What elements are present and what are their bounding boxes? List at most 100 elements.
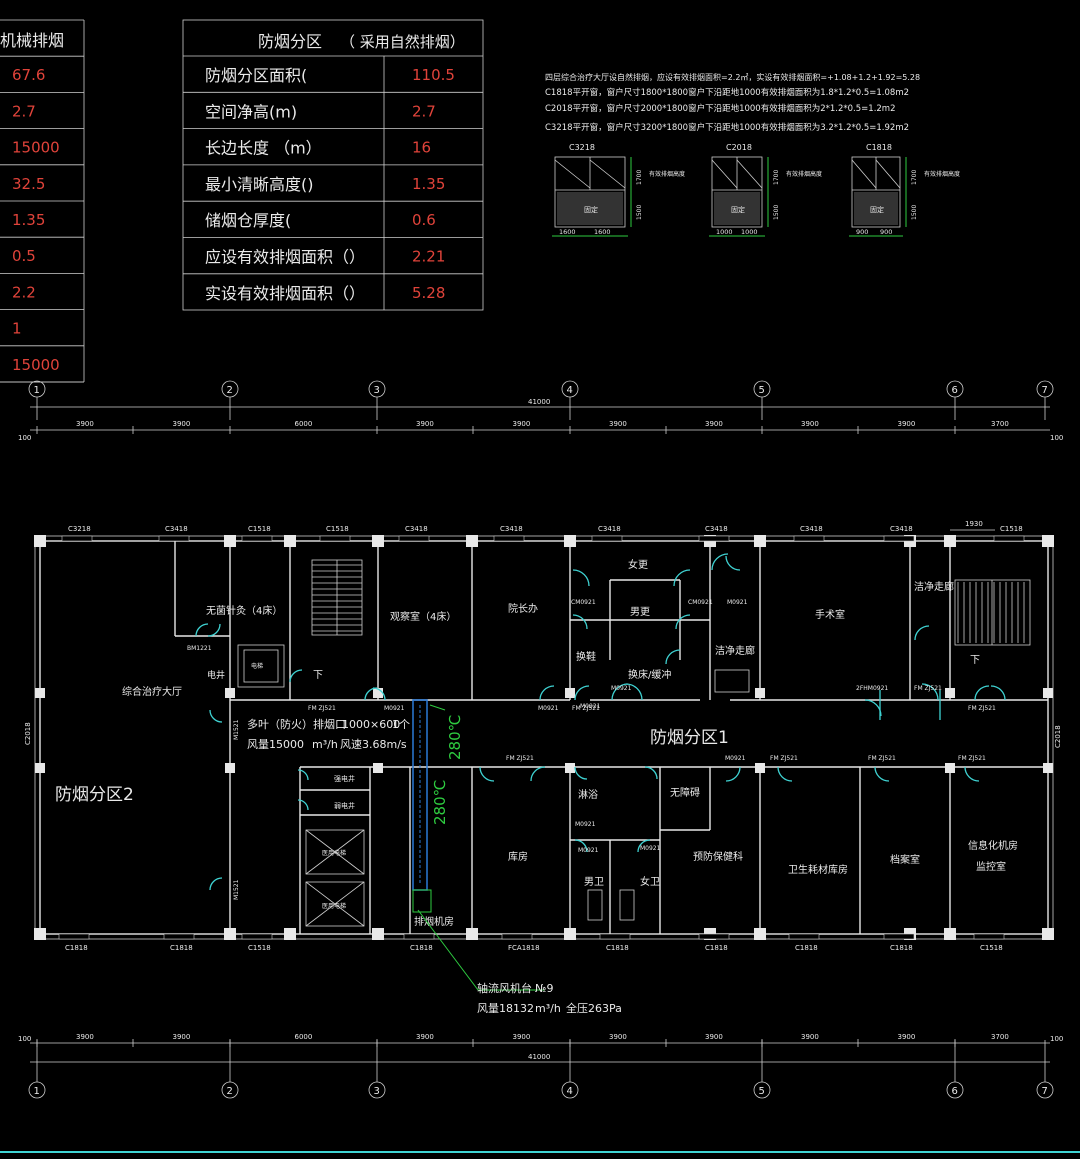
- window-tag-bottom: C1818: [705, 944, 728, 952]
- edge-dimension-right: 100: [1050, 434, 1063, 442]
- axis-label: 7: [1042, 385, 1048, 396]
- room-elevator-small: 电梯: [251, 662, 263, 670]
- door-tag: M0921: [575, 821, 596, 828]
- room-change-shoes: 换鞋: [576, 650, 596, 663]
- window-height-bottom: 1500: [911, 205, 918, 220]
- window-width-1: 1600: [559, 228, 576, 236]
- window-width-2: 1600: [594, 228, 611, 236]
- dimension-label: 3900: [898, 420, 916, 428]
- note-2: C1818平开窗，窗户尺寸1800*1800窗户下沿距地1000有效排烟面积为1…: [545, 87, 909, 98]
- door-tag: M0921: [578, 847, 599, 854]
- room-clean-corridor-2: 洁净走廊: [914, 580, 954, 593]
- door-tag: M0921: [611, 685, 632, 692]
- room-zone1: 防烟分区1: [650, 728, 729, 748]
- door-tag: FM ZJ521: [914, 685, 942, 692]
- axis-label: 2: [227, 385, 233, 396]
- window-effective-label: 有效排烟高度: [924, 170, 960, 178]
- table-row-value: 110.5: [412, 66, 455, 84]
- fan-note-d: m³/h: [535, 1002, 561, 1015]
- temp-label: 280℃: [431, 780, 449, 825]
- edge-dimension-left: 100: [18, 1035, 31, 1043]
- window-height-top: 1700: [773, 170, 780, 185]
- window-fixed-label: 固定: [870, 205, 884, 214]
- window-height-bottom: 1500: [773, 205, 780, 220]
- room-clean-corridor: 洁净走廊: [715, 644, 755, 657]
- fan-note-b: №9: [535, 982, 553, 995]
- table-row-label: 防烟分区面积(: [205, 66, 307, 85]
- window-tag-top: C1518: [326, 525, 349, 533]
- stair-down-right: 下: [970, 655, 980, 666]
- table-row-value: 2.7: [412, 102, 436, 120]
- window-tag-top: C3418: [800, 525, 823, 533]
- room-surgery: 手术室: [815, 608, 845, 621]
- room-supplies: 卫生耗材库房: [788, 863, 848, 876]
- dimension-label: 6000: [295, 1033, 313, 1041]
- axis-label: 1: [34, 385, 40, 396]
- door-tag: FM ZJ521: [958, 755, 986, 762]
- axis-label: 7: [1042, 1086, 1048, 1097]
- dimension-label: 3900: [76, 1033, 94, 1041]
- dimension-label: 3900: [705, 420, 723, 428]
- table-row-value: 1.35: [412, 175, 445, 193]
- left-table-header: 机械排烟: [0, 31, 64, 50]
- fan-note-a: 轴流风机台: [477, 981, 532, 995]
- table-row-label: 最小清晰高度(): [205, 175, 314, 194]
- door-tag: CM0921: [688, 599, 713, 606]
- notes: 四层综合治疗大厅设自然排烟，应设有效排烟面积=2.2㎡，实设有效排烟面积=+1.…: [545, 72, 920, 133]
- room-monitor: 监控室: [976, 860, 1006, 873]
- door-tag: M0921: [640, 845, 661, 852]
- air-note-a: 风量15000: [247, 738, 304, 751]
- window-tag-bottom: C1818: [170, 944, 193, 952]
- door-tag: FM ZJ521: [770, 755, 798, 762]
- axis-label: 6: [952, 385, 958, 396]
- dimension-label: 3900: [801, 1033, 819, 1041]
- table-row-value: 0.6: [412, 211, 436, 229]
- room-fan-room: 排烟机房: [414, 915, 454, 928]
- table-header-b: （ 采用自然排烟）: [340, 33, 465, 51]
- window-effective-label: 有效排烟高度: [649, 170, 685, 178]
- table-header-a: 防烟分区: [258, 32, 322, 51]
- window-tag-bottom: C1818: [890, 944, 913, 952]
- left-table-value: 67.6: [12, 66, 45, 84]
- axis-label: 5: [759, 385, 765, 396]
- room-shower: 淋浴: [578, 788, 598, 801]
- room-strong-shaft: 强电井: [334, 774, 355, 783]
- window-width-2: 1000: [741, 228, 758, 236]
- dimension-label: 3900: [705, 1033, 723, 1041]
- left-table-value: 32.5: [12, 175, 45, 193]
- room-weak-shaft: 弱电井: [334, 801, 355, 810]
- room-observation: 观察室（4床）: [390, 610, 456, 623]
- table-row-label: 储烟仓厚度(: [205, 211, 291, 230]
- louver-note-a: 多叶（防火）排烟口: [247, 717, 346, 731]
- window-height-top: 1700: [911, 170, 918, 185]
- axis-label: 4: [567, 385, 573, 396]
- window-tag-bottom: C1818: [410, 944, 433, 952]
- room-elevator-1: 医用电梯: [322, 849, 346, 857]
- door-tag: FM ZJ521: [868, 755, 896, 762]
- dim-1930: 1930: [965, 520, 983, 528]
- axis-label: 6: [952, 1086, 958, 1097]
- smoke-exhaust-system: 280℃ 280℃ 多叶（防火）排烟口 1000×600 1个 风量15000 …: [247, 655, 980, 1015]
- window-tag-top: C3418: [165, 525, 188, 533]
- building-walls: [34, 535, 1054, 940]
- window-tag-bottom: C1518: [980, 944, 1003, 952]
- window-fixed-label: 固定: [731, 205, 745, 214]
- air-note-c: 风速3.68m/s: [340, 738, 407, 751]
- door-swings: [195, 553, 1006, 891]
- dimension-label: 3900: [898, 1033, 916, 1041]
- door-tag: CM0921: [571, 599, 596, 606]
- table-row-label: 空间净高(m): [205, 102, 297, 121]
- air-note-b: m³/h: [312, 738, 338, 751]
- structural-columns: [34, 535, 1054, 940]
- window-detail-name: C1818: [866, 143, 892, 152]
- window-tag-top: C3218: [68, 525, 91, 533]
- dimension-label: 3900: [513, 1033, 531, 1041]
- axis-label: 3: [374, 1086, 380, 1097]
- door-tag: M0921: [725, 755, 746, 762]
- temp-label-2: 280℃: [446, 715, 464, 760]
- door-tag: M1521: [233, 719, 240, 740]
- dimension-label: 3900: [609, 1033, 627, 1041]
